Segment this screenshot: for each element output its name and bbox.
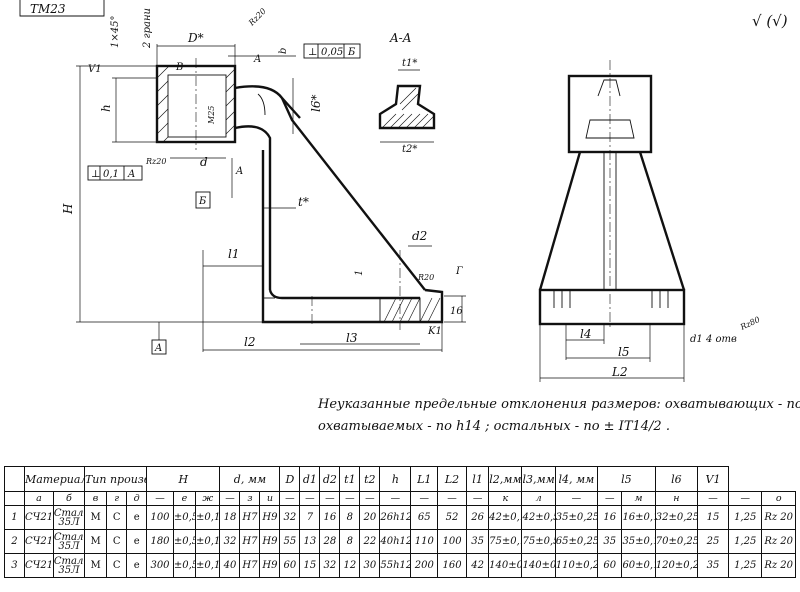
svg-text:L2: L2 xyxy=(611,365,628,379)
base-B-box xyxy=(195,191,211,209)
svg-text:B: B xyxy=(175,62,183,73)
boss-hatching xyxy=(156,65,236,143)
note-line-1: Неуказанные предельные отклонения размер… xyxy=(317,397,800,412)
note-line-2: охватываемых - по h14 ; остальных - по ±… xyxy=(318,419,670,434)
dimension-table: Материал Тип производств H d, мм D d1 d2… xyxy=(4,466,796,578)
sheet-code-stamp: ТМ23 xyxy=(19,0,105,17)
svg-text:⊥: ⊥ xyxy=(91,169,100,180)
svg-text:V1: V1 xyxy=(88,64,102,75)
perp-tolerance-left: ⊥ 0,1 A xyxy=(87,165,143,181)
svg-text:Rz20: Rz20 xyxy=(145,157,166,166)
svg-text:Rz80: Rz80 xyxy=(738,315,761,332)
svg-text:t2*: t2* xyxy=(402,144,417,155)
sheet-code: ТМ23 xyxy=(30,2,66,16)
svg-text:A: A xyxy=(127,169,135,180)
svg-text:A: A xyxy=(154,343,162,354)
svg-text:A: A xyxy=(235,166,243,177)
svg-text:2 грани: 2 грани xyxy=(142,8,153,49)
general-notes: Неуказанные предельные отклонения размер… xyxy=(317,397,800,434)
svg-text:Г: Г xyxy=(455,266,463,277)
svg-text:1×45°: 1×45° xyxy=(110,16,121,48)
svg-text:d: d xyxy=(200,155,208,169)
svg-text:K1: K1 xyxy=(427,326,442,337)
svg-text:l6*: l6* xyxy=(309,95,323,112)
svg-text:l4: l4 xyxy=(580,327,591,341)
svg-text:A-A: A-A xyxy=(389,31,412,45)
svg-text:0,05: 0,05 xyxy=(321,47,343,58)
svg-text:1: 1 xyxy=(354,270,365,276)
svg-text:Б: Б xyxy=(198,196,207,207)
roughness-mark: √ (√) xyxy=(752,12,788,30)
svg-text:l1: l1 xyxy=(228,247,239,261)
svg-text:l2: l2 xyxy=(244,335,255,349)
svg-text:l3: l3 xyxy=(346,331,358,345)
svg-text:t1*: t1* xyxy=(402,58,417,69)
base-hatching xyxy=(383,297,441,323)
svg-text:l5: l5 xyxy=(618,345,629,359)
svg-text:d2: d2 xyxy=(412,229,427,243)
table-header-row: Материал Тип производств H d, мм D d1 d2… xyxy=(4,466,796,492)
svg-text:16: 16 xyxy=(450,306,463,317)
svg-text:H: H xyxy=(61,203,75,215)
svg-text:t*: t* xyxy=(298,195,309,209)
perp-tolerance-top: ⊥ 0,05 Б xyxy=(303,43,361,59)
svg-text:0,1: 0,1 xyxy=(103,169,119,180)
side-view: l4 l5 L2 d1 4 отв Rz80 xyxy=(538,60,761,382)
svg-text:D*: D* xyxy=(187,31,204,45)
svg-text:d1 4 отв: d1 4 отв xyxy=(690,334,737,345)
svg-text:M25: M25 xyxy=(207,106,216,125)
section-a-a: A-A t1* t2* xyxy=(378,31,436,155)
svg-text:Б: Б xyxy=(347,47,356,58)
svg-text:h: h xyxy=(99,104,113,112)
svg-text:b: b xyxy=(278,48,289,54)
svg-text:A: A xyxy=(253,54,261,65)
svg-text:⊥: ⊥ xyxy=(308,47,317,58)
svg-text:Rz20: Rz20 xyxy=(246,7,268,29)
svg-text:R20: R20 xyxy=(417,273,434,282)
